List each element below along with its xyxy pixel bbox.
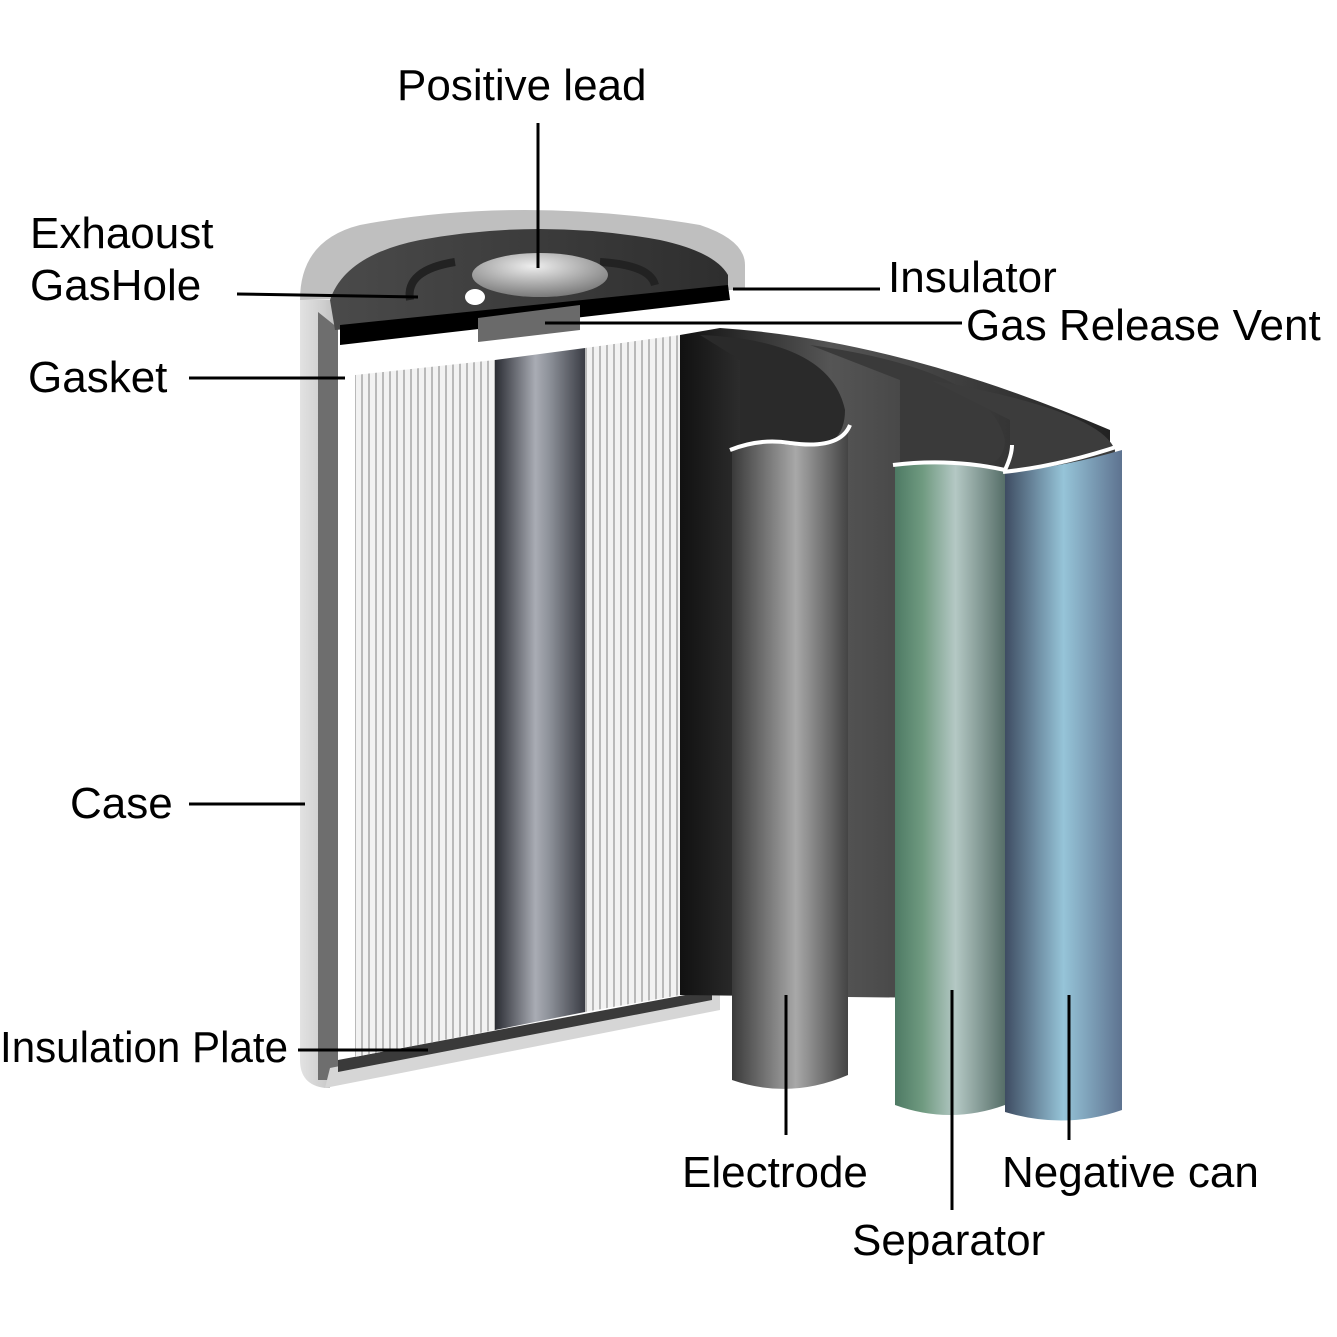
label-gasket: Gasket: [28, 353, 167, 402]
jelly-roll: [355, 335, 680, 1057]
unrolled-sheets: [680, 328, 1123, 1121]
label-exhaust-gas-hole-line2: GasHole: [30, 261, 201, 310]
electrode-sheet: [732, 430, 848, 1089]
separator-sheet: [895, 463, 1005, 1115]
label-separator: Separator: [852, 1216, 1045, 1265]
label-case: Case: [70, 779, 173, 828]
leader-exhaust-gas-hole: [236, 292, 419, 299]
label-electrode: Electrode: [682, 1148, 868, 1197]
label-insulation-plate: Insulation Plate: [0, 1023, 288, 1072]
label-insulator: Insulator: [888, 253, 1057, 302]
label-exhaust-gas-hole-line1: Exhaoust: [30, 209, 213, 258]
label-gas-release-vent: Gas Release Vent: [966, 301, 1321, 350]
label-positive-lead: Positive lead: [397, 61, 646, 110]
battery-cap: [330, 229, 730, 370]
label-negative-can: Negative can: [1002, 1148, 1259, 1197]
negative-can-sheet: [1005, 450, 1122, 1121]
